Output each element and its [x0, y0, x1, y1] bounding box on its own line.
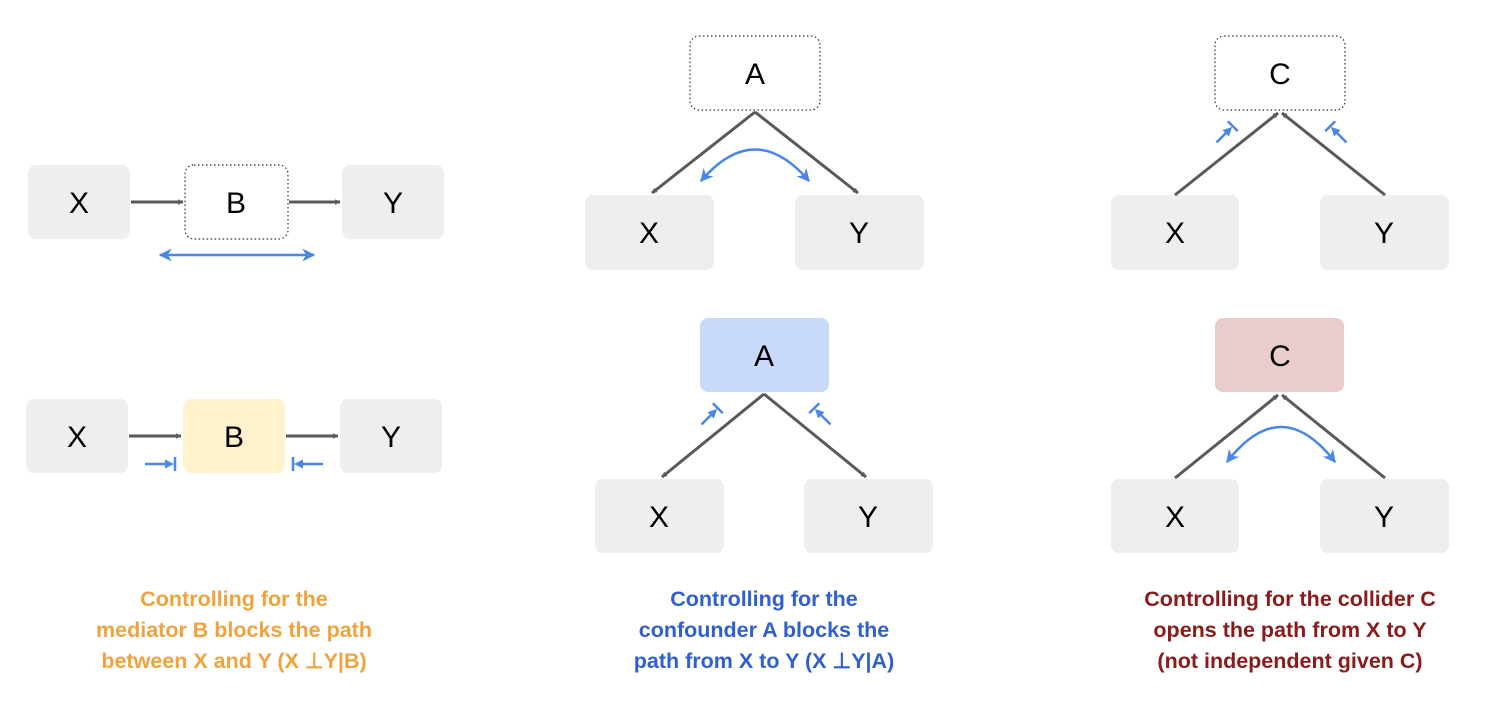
node-mediator-unobserved — [184, 164, 289, 240]
confounder-diagram-bottom: A X Y — [595, 318, 933, 553]
caption-collider-line-3: (not independent given C) — [1157, 649, 1423, 673]
node-y — [1320, 195, 1449, 270]
node-confounder-label: A — [754, 340, 774, 373]
collider-diagram-top: C X Y — [1111, 35, 1449, 270]
caption-mediator-line-3: between X and Y (X ⊥Y|B) — [101, 649, 367, 673]
edge-x-to-collider — [1174, 111, 1279, 197]
node-mediator-label: B — [224, 421, 244, 454]
node-y-label: Y — [1374, 501, 1394, 534]
caption-collider: Controlling for the collider C opens the… — [1090, 584, 1490, 677]
node-collider-unobserved — [1214, 35, 1346, 111]
node-x — [585, 195, 714, 270]
node-x-label: X — [639, 217, 659, 250]
edge-confounder-to-y — [763, 392, 867, 479]
edge-confounder-to-x — [661, 392, 765, 479]
node-x-label: X — [649, 501, 669, 534]
blocked-flow-marker-right — [291, 457, 323, 471]
node-y-label: Y — [858, 501, 878, 534]
node-confounder-controlled — [700, 318, 829, 392]
caption-confounder-line-3: path from X to Y (X ⊥Y|A) — [633, 649, 895, 673]
caption-confounder-line-2: confounder A blocks the — [638, 618, 890, 642]
node-x — [595, 479, 724, 553]
node-collider-controlled — [1215, 318, 1344, 392]
node-x — [1111, 195, 1239, 270]
blocked-flow-marker-right — [808, 402, 832, 426]
node-confounder-label: A — [745, 58, 765, 91]
node-y — [804, 479, 933, 553]
mediator-diagram-bottom: X B Y — [26, 399, 442, 473]
node-y — [795, 195, 924, 270]
node-x — [1111, 479, 1239, 553]
node-y — [340, 399, 442, 473]
caption-mediator-line-1: Controlling for the — [140, 587, 328, 611]
association-flow-arrow — [1226, 425, 1336, 464]
edge-y-to-collider — [1281, 111, 1386, 197]
caption-collider-line-2: opens the path from X to Y — [1153, 618, 1427, 642]
node-mediator-controlled — [183, 399, 285, 473]
node-y-label: Y — [381, 421, 401, 454]
caption-mediator: Controlling for the mediator B blocks th… — [44, 584, 424, 677]
edge-confounder-to-y — [754, 110, 859, 195]
node-y-label: Y — [383, 187, 403, 220]
edge-confounder-to-x — [651, 110, 756, 195]
node-x-label: X — [67, 421, 87, 454]
node-x — [26, 399, 128, 473]
blocked-flow-marker-left — [700, 402, 724, 426]
node-y — [1320, 479, 1449, 553]
blocked-flow-marker-left — [1215, 120, 1239, 144]
edge-y-to-collider — [1281, 393, 1386, 480]
blocked-flow-marker-right — [1324, 120, 1348, 144]
caption-mediator-line-2: mediator B blocks the path — [96, 618, 372, 642]
collider-diagram-bottom: C X Y — [1111, 318, 1449, 553]
node-x-label: X — [1165, 217, 1185, 250]
node-collider-label: C — [1269, 340, 1291, 373]
edge-x-to-collider — [1174, 393, 1279, 480]
node-x-label: X — [69, 187, 89, 220]
node-y-label: Y — [1374, 217, 1394, 250]
caption-confounder: Controlling for the confounder A blocks … — [574, 584, 954, 677]
node-confounder-unobserved — [689, 35, 821, 111]
blocked-flow-marker-left — [145, 457, 177, 471]
confounder-diagram-top: A X Y — [585, 35, 924, 270]
caption-collider-line-1: Controlling for the collider C — [1144, 587, 1436, 611]
node-collider-label: C — [1269, 58, 1291, 91]
node-x-label: X — [1165, 501, 1185, 534]
node-y — [342, 165, 444, 239]
node-x — [28, 165, 130, 239]
association-flow-arrow — [700, 148, 810, 182]
mediator-diagram-top: X B Y — [28, 164, 444, 262]
node-y-label: Y — [849, 217, 869, 250]
caption-confounder-line-1: Controlling for the — [670, 587, 858, 611]
node-mediator-label: B — [226, 187, 246, 220]
